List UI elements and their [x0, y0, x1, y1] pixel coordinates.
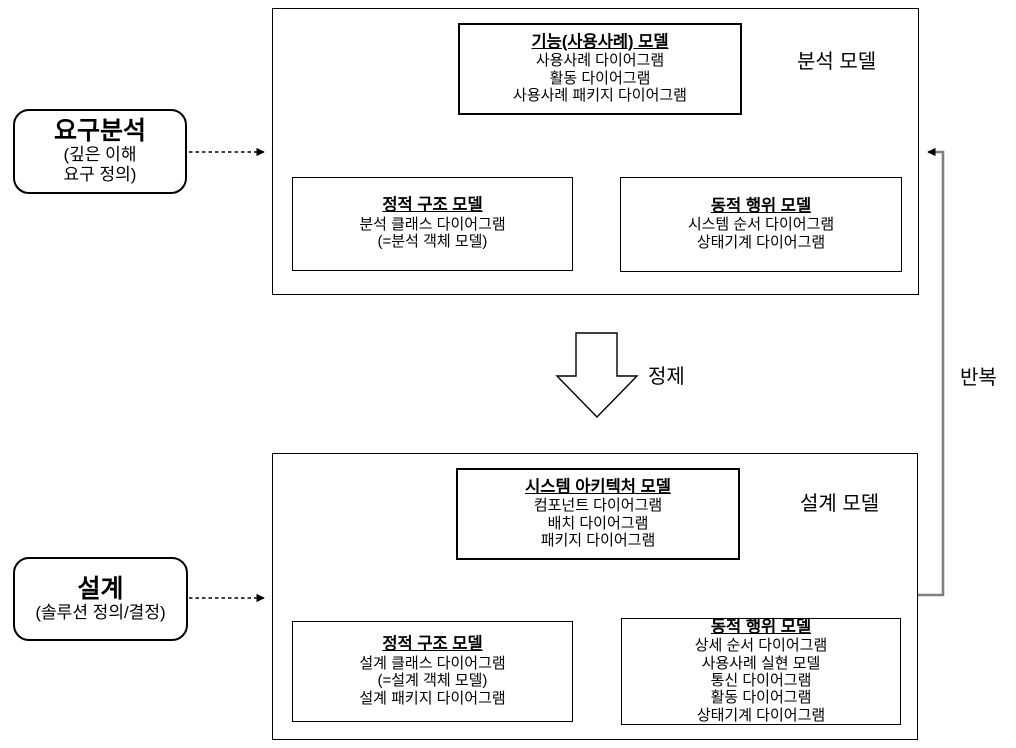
diagram-line: 상태기계 다이어그램	[696, 706, 826, 724]
system-architecture-model-box: 시스템 아키텍처 모델 컴포넌트 다이어그램 배치 다이어그램 패키지 다이어그…	[456, 468, 740, 560]
requirements-analysis-title: 요구분석	[53, 117, 146, 145]
diagram-line: 분석 클래스 다이어그램	[359, 215, 506, 233]
diagram-line: 상세 순서 다이어그램	[694, 637, 828, 655]
analysis-dynamic-behavior-model-box: 동적 행위 모델 시스템 순서 다이어그램 상태기계 다이어그램	[620, 177, 902, 272]
diagram-line: 상태기계 다이어그램	[696, 233, 826, 251]
refine-label: 정제	[648, 366, 685, 388]
diagram-line: 컴포넌트 다이어그램	[533, 497, 663, 514]
design-phase-title: 설계	[77, 574, 124, 603]
requirements-analysis-subtitle-line1: (깊은 이해	[63, 145, 137, 164]
design-static-structure-model-title: 정적 구조 모델	[382, 635, 483, 653]
requirements-analysis-box: 요구분석 (깊은 이해 요구 정의)	[13, 109, 187, 194]
diagram-line: 시스템 순서 다이어그램	[687, 216, 835, 234]
diagram-line: (=분석 객체 모델)	[377, 233, 488, 251]
design-static-structure-model-box: 정적 구조 모델 설계 클래스 다이어그램 (=설계 객체 모델) 설계 패키지…	[292, 621, 573, 722]
refine-block-arrow-icon	[555, 332, 639, 419]
diagram-line: 설계 클래스 다이어그램	[359, 654, 506, 672]
diagram-line: 사용사례 패키지 다이어그램	[513, 87, 687, 104]
design-dynamic-behavior-model-box: 동적 행위 모델 상세 순서 다이어그램 사용사례 실현 모델 통신 다이어그램…	[621, 618, 901, 725]
function-usecase-model-box: 기능(사용사례) 모델 사용사례 다이어그램 활동 다이어그램 사용사례 패키지…	[458, 23, 742, 115]
diagram-line: 활동 다이어그램	[710, 689, 812, 707]
system-architecture-model-title: 시스템 아키텍처 모델	[525, 477, 671, 496]
diagram-line: 배치 다이어그램	[547, 514, 649, 532]
iteration-loop-arrow	[918, 147, 945, 597]
diagram-line: 설계 패키지 다이어그램	[359, 689, 506, 707]
diagram-line: 사용사례 실현 모델	[701, 654, 821, 672]
design-phase-subtitle: (솔루션 정의/결정)	[35, 602, 166, 622]
analysis-dynamic-behavior-model-title: 동적 행위 모델	[710, 196, 812, 215]
diagram-line: 활동 다이어그램	[549, 69, 651, 87]
diagram-line: 패키지 다이어그램	[540, 532, 656, 549]
iterate-label: 반복	[960, 367, 997, 389]
design-model-label: 설계 모델	[800, 493, 880, 515]
diagram-line: 사용사례 다이어그램	[535, 52, 665, 69]
analysis-model-label: 분석 모델	[797, 51, 877, 73]
analysis-static-structure-model-title: 정적 구조 모델	[382, 196, 483, 215]
analysis-static-structure-model-box: 정적 구조 모델 분석 클래스 다이어그램 (=분석 객체 모델)	[292, 177, 573, 271]
design-dynamic-behavior-model-title: 동적 행위 모델	[710, 617, 812, 636]
diagram-line: (=설계 객체 모델)	[377, 672, 488, 689]
design-phase-box: 설계 (솔루션 정의/결정)	[13, 557, 188, 641]
diagram-line: 통신 다이어그램	[710, 672, 812, 689]
requirements-analysis-subtitle-line2: 요구 정의)	[63, 165, 137, 184]
function-usecase-model-title: 기능(사용사례) 모델	[531, 32, 669, 51]
